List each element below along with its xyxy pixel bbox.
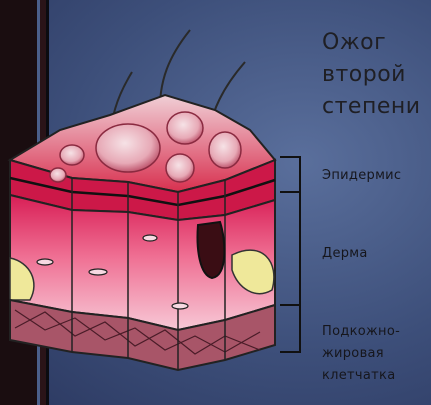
title-line-3: степени	[322, 94, 421, 119]
blister-5	[60, 145, 84, 165]
title-line-1: Ожог	[322, 30, 386, 55]
label-subcutaneous-1: Подкожно-	[322, 324, 400, 339]
bracket-epidermis	[280, 157, 300, 192]
blister-6	[50, 168, 66, 182]
title-line-2: второй	[322, 62, 406, 87]
label-subcutaneous-2: жировая	[322, 346, 384, 361]
blister-large	[96, 124, 160, 172]
blister-3	[166, 154, 194, 182]
layer-brackets	[280, 157, 300, 352]
label-dermis: Дерма	[322, 246, 368, 261]
label-subcutaneous-3: клетчатка	[322, 368, 395, 383]
blister-4	[209, 132, 241, 168]
blister-2	[167, 112, 203, 144]
label-epidermis: Эпидермис	[322, 168, 401, 183]
bracket-dermis	[280, 192, 300, 305]
bracket-subcutaneous	[280, 305, 300, 352]
